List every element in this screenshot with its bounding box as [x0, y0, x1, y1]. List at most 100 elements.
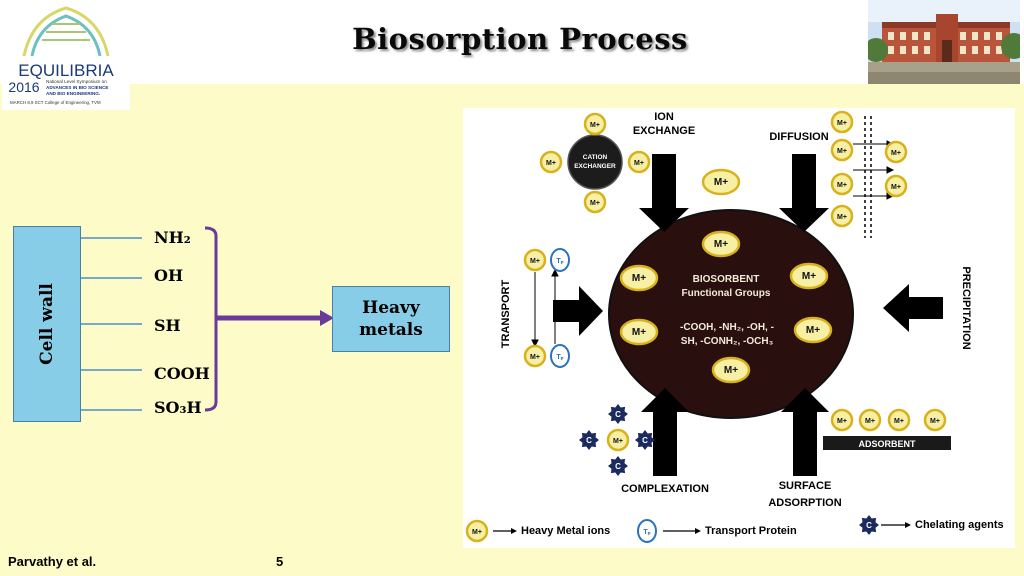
cation-exchanger-label-1: CATION: [583, 154, 608, 161]
metal-ion-icon: M+: [884, 174, 908, 198]
svg-text:M+: M+: [806, 325, 820, 336]
transport-protein-icon: Tₚ: [550, 344, 570, 368]
svg-text:M+: M+: [546, 160, 556, 167]
svg-text:M+: M+: [891, 150, 901, 157]
svg-text:M+: M+: [865, 418, 875, 425]
transport-arrow: [553, 286, 603, 336]
cell-wall-label: Cell wall: [37, 283, 57, 365]
logo-name: EQUILIBRIA: [18, 61, 114, 80]
metal-ion-icon: M+: [606, 428, 630, 452]
logo-line2: ADVANCES IN BIO SCIENCE: [46, 85, 108, 90]
metal-ion-icon: M+: [884, 140, 908, 164]
complexation-arrow: [641, 388, 689, 476]
metal-ion-icon: M+: [701, 230, 741, 258]
metal-ion-icon: M+: [583, 112, 607, 136]
metal-ion-icon: M+: [523, 248, 547, 272]
adsorbent-label: ADSORBENT: [858, 439, 916, 449]
ion-exchange-arrow: [639, 154, 689, 232]
precipitation-arrow: [883, 284, 943, 332]
svg-text:M+: M+: [837, 148, 847, 155]
svg-text:M+: M+: [530, 354, 540, 361]
svg-text:M+: M+: [613, 438, 623, 445]
biosorbent-subtitle: Functional Groups: [682, 288, 771, 299]
biosorption-mechanisms-figure: CATION EXCHANGER M+ M+ M+ M+ M+ M+ M+ M+ M+ M+ M+ M…: [463, 108, 1015, 548]
svg-text:M+: M+: [802, 271, 816, 282]
svg-text:M+: M+: [930, 418, 940, 425]
metal-ion-icon: M+: [619, 318, 659, 346]
svg-text:C: C: [642, 436, 648, 445]
metal-ion-icon: M+: [830, 138, 854, 162]
legend-metal-label: Heavy Metal ions: [521, 525, 610, 537]
page-number: 5: [276, 554, 284, 569]
chelating-agent-icon: C: [608, 404, 628, 424]
metal-ion-icon: M+: [830, 172, 854, 196]
cation-exchanger: [567, 134, 623, 190]
svg-text:C: C: [586, 436, 592, 445]
cation-exchanger-label-2: EXCHANGER: [574, 163, 616, 170]
chelating-agent-icon: C: [635, 430, 655, 450]
legend-metal-icon: M+: [465, 519, 489, 543]
group-sh: SH: [154, 316, 181, 335]
logo-line1: National Level Symposium on: [46, 79, 107, 84]
svg-text:M+: M+: [714, 177, 728, 188]
metal-ion-icon: M+: [830, 408, 854, 432]
transport-small-arrows: [531, 268, 559, 348]
ion-exchange-label-1: ION: [654, 111, 674, 123]
svg-text:M+: M+: [724, 365, 738, 376]
metal-ion-icon: M+: [627, 150, 651, 174]
surface-adsorption-label-2: ADSORPTION: [768, 497, 841, 509]
metal-ion-icon: M+: [923, 408, 947, 432]
svg-text:M+: M+: [891, 184, 901, 191]
metal-ion-icon: M+: [523, 344, 547, 368]
group-so3h: SO₃H: [154, 398, 202, 417]
functional-groups-line1: -COOH, -NH₂, -OH, -: [680, 322, 774, 333]
metal-ion-icon: M+: [887, 408, 911, 432]
metal-ion-icon: M+: [789, 262, 829, 290]
adsorbent-bar: [823, 436, 951, 450]
biosorbent-title: BIOSORBENT: [693, 274, 760, 285]
cell-wall-schematic: [81, 226, 334, 412]
transport-label: TRANSPORT: [500, 280, 512, 349]
metal-ion-icon: M+: [830, 110, 854, 134]
svg-text:M+: M+: [837, 418, 847, 425]
metal-ion-icon: M+: [583, 190, 607, 214]
svg-text:C: C: [866, 521, 872, 530]
legend-protein-label: Transport Protein: [705, 525, 797, 537]
metal-ion-icon: M+: [711, 356, 751, 384]
legend-protein-icon: Tₚ: [637, 519, 657, 543]
heavy-metals-line1: Heavy: [362, 298, 420, 318]
svg-text:M+: M+: [837, 214, 847, 221]
svg-text:M+: M+: [837, 120, 847, 127]
logo-line3: AND BIO ENGINEERING.: [46, 91, 100, 96]
transport-protein-icon: Tₚ: [550, 248, 570, 272]
functional-groups-line2: SH, -CONH₂, -OCH₃: [681, 336, 774, 347]
logo-line4: MARCH 8,9 SCT College of Engineering, TV…: [10, 100, 101, 105]
cell-wall-box: Cell wall: [13, 226, 81, 422]
group-oh: OH: [154, 266, 184, 285]
svg-text:C: C: [615, 462, 621, 471]
legend-chelate-label: Chelating agents: [915, 519, 1004, 531]
svg-text:Tₚ: Tₚ: [643, 529, 650, 536]
college-photo: [864, 0, 1024, 84]
equilibria-logo: EQUILIBRIA 2016 National Level Symposium…: [2, 0, 130, 110]
biosorbent-ellipse: [608, 209, 854, 419]
chelating-agent-icon: C: [608, 456, 628, 476]
svg-text:M+: M+: [894, 418, 904, 425]
metal-ion-icon: M+: [701, 168, 741, 196]
svg-text:M+: M+: [634, 160, 644, 167]
svg-text:M+: M+: [590, 122, 600, 129]
bracket-arrow-head: [320, 310, 334, 326]
footer-author: Parvathy et al.: [8, 554, 97, 569]
metal-ion-icon: M+: [539, 150, 563, 174]
page-title: Biosorption Process: [352, 22, 688, 56]
metal-ion-icon: M+: [619, 264, 659, 292]
logo-graphic: EQUILIBRIA 2016 National Level Symposium…: [8, 6, 114, 105]
diffusion-membrane: [864, 116, 872, 238]
metal-ion-icon: M+: [793, 316, 833, 344]
complexation-label: COMPLEXATION: [621, 483, 709, 495]
heavy-metals-line2: metals: [359, 320, 423, 340]
metal-ion-icon: M+: [830, 204, 854, 228]
chelating-agent-icon: C: [579, 430, 599, 450]
header-band: [0, 0, 1024, 84]
